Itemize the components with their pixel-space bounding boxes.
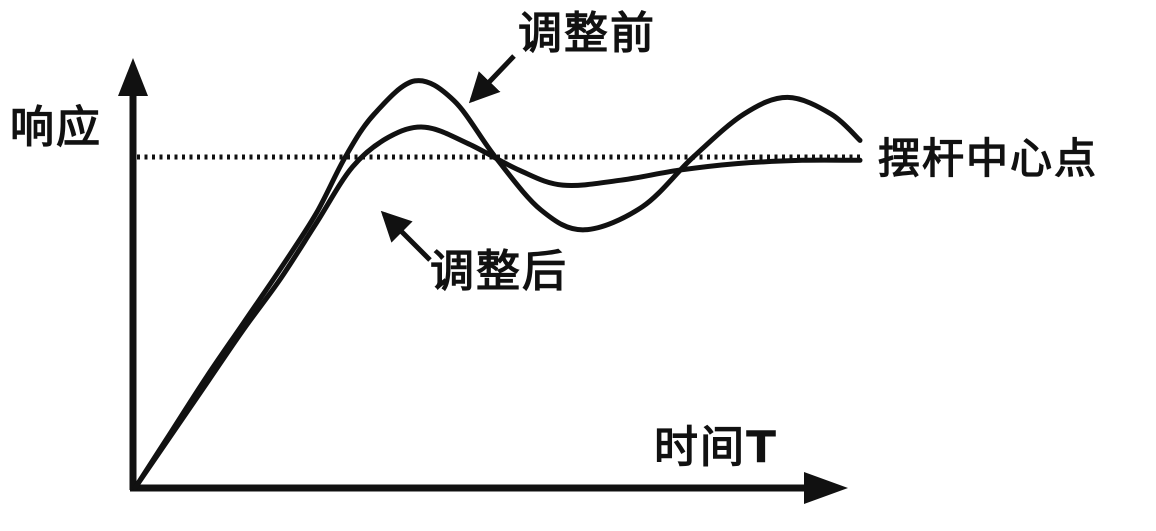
- curve-after: [132, 124, 863, 491]
- y-axis-label: 响应: [10, 102, 102, 153]
- before-annotation-arrow-icon: [468, 54, 516, 104]
- after-annotation-arrow-icon: [380, 210, 432, 262]
- before-adjustment-label: 调整前: [518, 8, 656, 59]
- after-adjustment-label: 调整后: [430, 246, 568, 297]
- y-axis-arrowhead-icon: [118, 58, 148, 96]
- setpoint-label: 摆杆中心点: [878, 134, 1099, 183]
- x-axis-label: 时间T: [654, 422, 779, 473]
- x-axis-arrowhead-icon: [804, 472, 848, 504]
- curve-before: [132, 78, 863, 491]
